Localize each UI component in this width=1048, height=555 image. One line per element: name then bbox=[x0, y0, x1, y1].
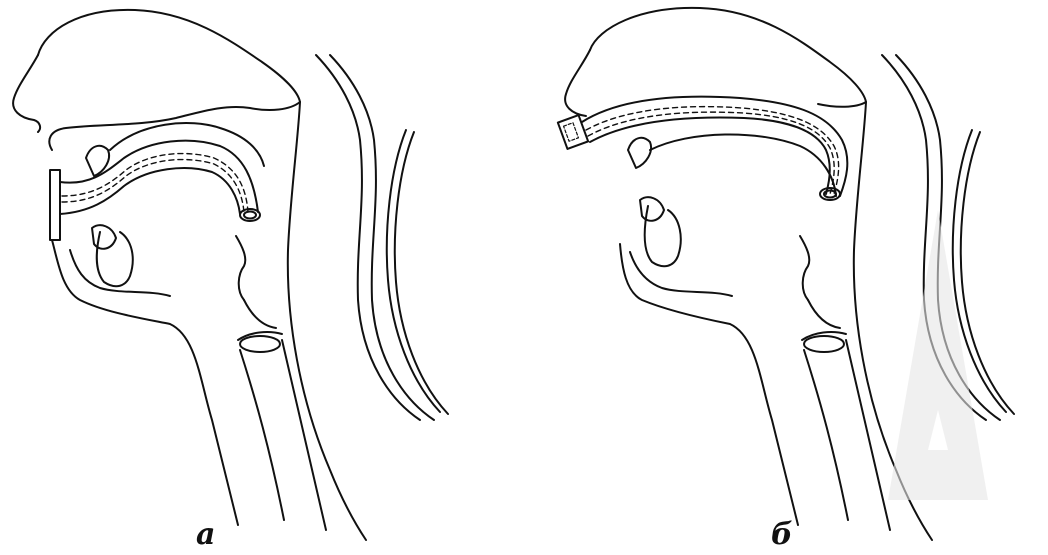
panel-b-head-profile bbox=[565, 8, 866, 525]
panel-b-pharynx-larynx bbox=[800, 102, 932, 540]
panel-b-spine bbox=[882, 55, 1014, 420]
panel-label-a: а bbox=[196, 520, 215, 550]
panel-label-b: б bbox=[771, 520, 793, 550]
